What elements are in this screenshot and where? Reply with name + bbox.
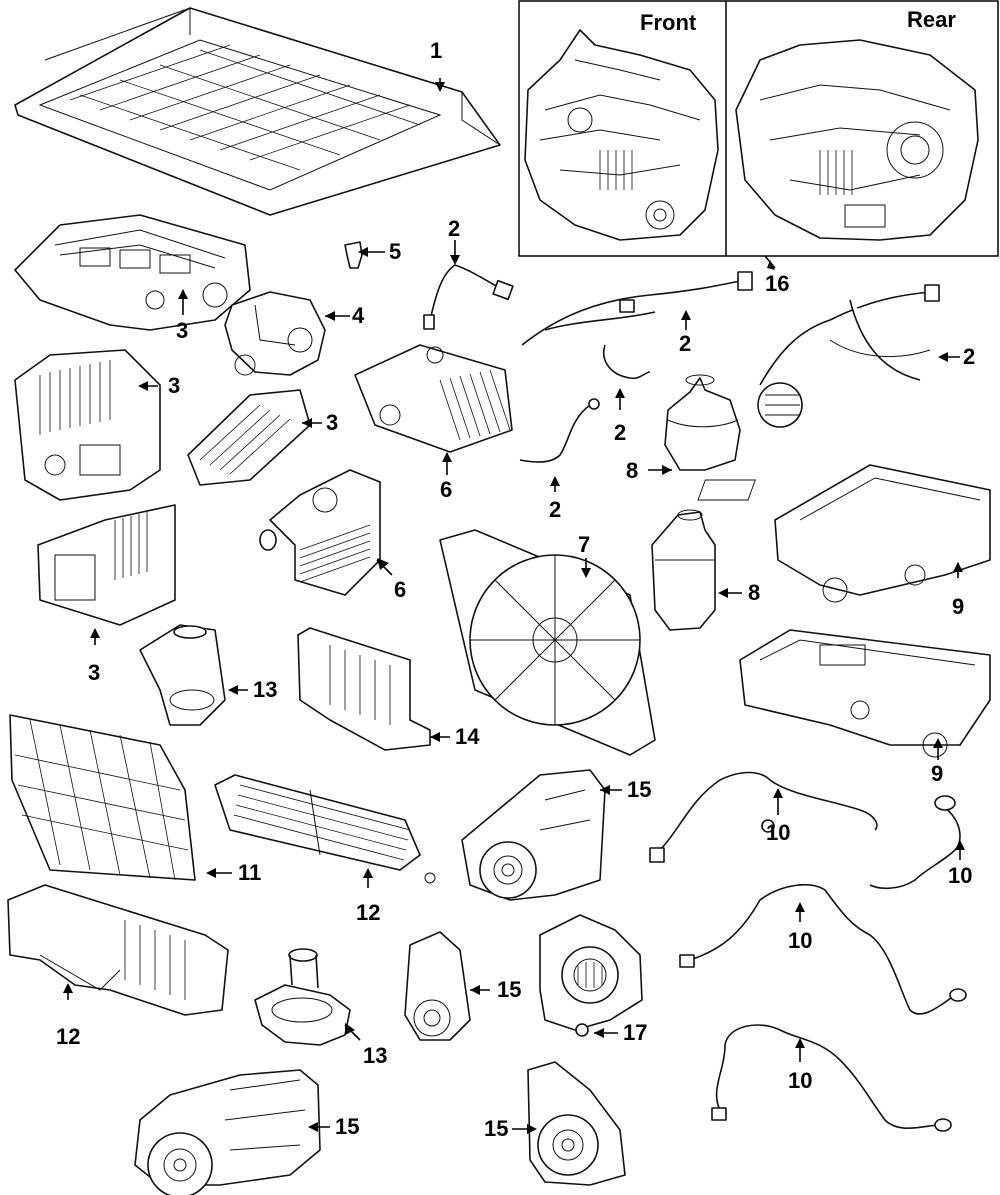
rear-drive-unit: [735, 39, 979, 241]
callout-3-top: 3: [176, 318, 188, 343]
callout-3-mid: 3: [168, 373, 180, 398]
hose-c: 10: [679, 884, 967, 1015]
callout-15-d: 15: [484, 1116, 508, 1141]
motor-b: 15: [404, 931, 521, 1041]
callout-11: 11: [238, 860, 261, 885]
control-module-small: 3: [187, 389, 338, 486]
inset-front-label: Front: [640, 10, 697, 35]
callout-9-b: 9: [931, 761, 943, 786]
callout-17: 17: [623, 1020, 647, 1045]
callout-12-a: 12: [356, 900, 380, 925]
water-pump-b: 13: [254, 948, 387, 1068]
callout-15-c: 15: [335, 1114, 359, 1139]
callout-2-c: 2: [963, 344, 975, 369]
coolant-reservoir-a: 8: [626, 374, 741, 483]
callout-7: 7: [578, 532, 590, 557]
motor-a: 15: [461, 769, 651, 901]
harness-b: 2: [521, 271, 753, 356]
inverter-a: 9: [697, 464, 991, 619]
callout-4: 4: [352, 303, 365, 328]
control-module-top: 3: [14, 214, 251, 343]
harness-d: 2: [603, 344, 651, 445]
motor-d: 15: [484, 1061, 626, 1186]
callout-10-a: 10: [766, 820, 790, 845]
bolt: 5: [344, 239, 401, 269]
callout-12-b: 12: [56, 1024, 80, 1049]
callout-2-e: 2: [549, 497, 561, 522]
fan-shroud: 7: [439, 529, 656, 756]
inset-rear-label: Rear: [907, 7, 956, 32]
coolant-valve: 4: [224, 291, 365, 376]
callout-6-b: 6: [394, 577, 406, 602]
harness-c: 2: [757, 284, 975, 428]
callout-16: 16: [765, 271, 789, 296]
callout-3-small: 3: [326, 410, 338, 435]
air-guide: 12: [7, 884, 229, 1049]
radiator: 11: [9, 714, 261, 885]
harness-a: 2: [423, 216, 514, 330]
callout-1: 1: [430, 38, 442, 63]
battery-tray: 1: [14, 7, 501, 216]
inverter-b: 9: [739, 629, 991, 786]
control-module-mid: 3: [14, 349, 180, 501]
callout-6-a: 6: [440, 477, 452, 502]
callout-2-d: 2: [614, 420, 626, 445]
harness-e: 2: [519, 398, 600, 522]
condenser: 12: [214, 774, 436, 925]
callout-3-bracket: 3: [88, 660, 100, 685]
module-bracket: 3: [37, 504, 176, 685]
sensor-assembly: 17: [539, 914, 647, 1045]
front-drive-unit: [524, 29, 719, 241]
water-pump-a: 13: [139, 624, 277, 726]
callout-10-b: 10: [948, 863, 972, 888]
leader-arrowheads: [63, 82, 965, 1134]
callout-14: 14: [455, 724, 480, 749]
oil-cooler-b: 6: [259, 469, 406, 602]
callout-15-b: 15: [497, 977, 521, 1002]
callout-2-a: 2: [448, 216, 460, 241]
hose-b: 10: [869, 795, 972, 890]
callout-8-b: 8: [748, 580, 760, 605]
hose-a: 10: [649, 771, 878, 863]
callout-13-a: 13: [253, 677, 277, 702]
callout-8-a: 8: [626, 458, 638, 483]
oil-cooler-a: 6: [354, 344, 513, 502]
callout-2-b: 2: [679, 331, 691, 356]
callout-10-c: 10: [788, 928, 812, 953]
callout-13-b: 13: [363, 1043, 387, 1068]
callout-9-a: 9: [952, 594, 964, 619]
callout-10-d: 10: [788, 1068, 812, 1093]
callout-15-a: 15: [627, 777, 651, 802]
bracket-plate: 14: [297, 627, 480, 751]
coolant-reservoir-b: 8: [651, 509, 760, 631]
motor-c: 15: [134, 1069, 359, 1195]
callout-5: 5: [389, 239, 401, 264]
hose-d: 10: [711, 1024, 952, 1132]
inset-panel: Front Rear 16: [518, 0, 999, 296]
